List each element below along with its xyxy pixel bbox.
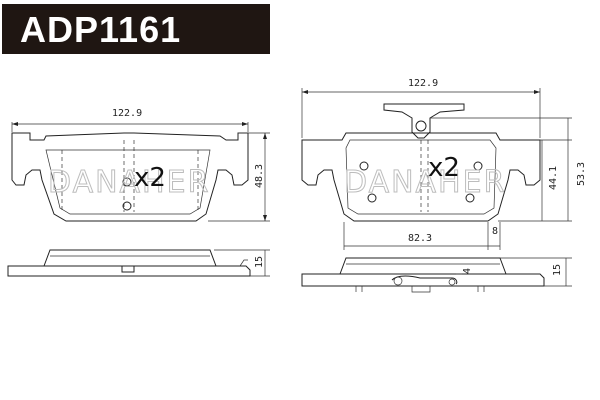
right-pad-quantity: x2 [428,153,460,183]
left-pad-quantity: x2 [134,163,166,193]
right-pad-watermark: DANAHER [344,165,506,200]
left-height-label: 48.3 [254,164,265,188]
left-pad-watermark: DANAHER [48,165,210,200]
left-pad-front-view [11,132,249,222]
right-thickness-dimension [456,257,572,287]
right-height-inner-label: 44.1 [548,166,559,190]
left-width-dimension [11,122,249,132]
right-thickness-label: 15 [552,264,563,276]
right-height-dimensions [430,117,572,222]
right-wire-label: 4 [462,268,473,274]
left-height-dimension [208,132,270,222]
left-thickness-dimension [214,249,270,277]
right-pad-front-view [301,103,541,222]
part-number-banner: ADP1161 [2,4,270,54]
right-width-dimension [301,88,541,138]
right-inner-width-dimension [343,222,501,250]
left-thickness-label: 15 [254,256,265,268]
right-inner-width-label: 82.3 [408,233,432,244]
right-width-label: 122.9 [408,78,438,89]
right-pad-side-view [301,257,545,293]
right-offset-label: 8 [492,226,498,237]
left-pad-side-view [7,249,251,277]
left-width-label: 122.9 [112,108,142,119]
right-height-outer-label: 53.3 [576,162,587,186]
part-number-title: ADP1161 [20,9,182,50]
